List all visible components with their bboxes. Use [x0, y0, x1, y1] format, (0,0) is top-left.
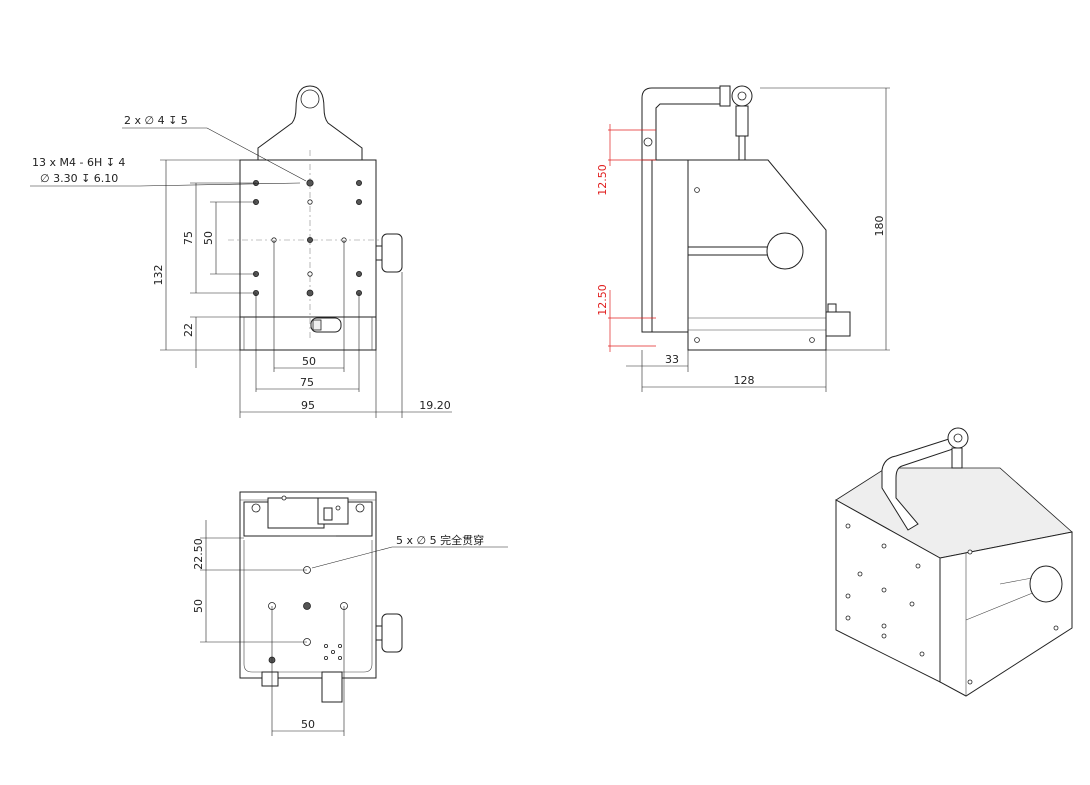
callout-leader-top — [122, 127, 307, 182]
dim-33: 33 — [665, 353, 679, 366]
bottom-view: 5 x ∅ 5 完全贯穿 22.50 50 50 — [192, 491, 508, 736]
knob — [381, 233, 403, 273]
dim-19-20: 19.20 — [419, 399, 451, 412]
dim-50-horizontal: 50 — [302, 355, 316, 368]
dim-75-horizontal: 75 — [300, 376, 314, 389]
dim-128: 128 — [734, 374, 755, 387]
dim-50-bottom-horizontal: 50 — [301, 718, 315, 731]
dim-22: 22 — [182, 323, 195, 337]
side-view: 12.50 12.50 180 33 128 — [596, 85, 890, 392]
iso-side-face — [939, 531, 1073, 697]
dim-132: 132 — [152, 265, 165, 286]
dim-12-50-bottom: 12.50 — [596, 284, 609, 316]
handle-hole — [300, 89, 320, 109]
callout-text-thread-1: 13 x M4 - 6H ↧ 4 — [32, 156, 125, 169]
dim-50-vertical: 50 — [202, 231, 215, 245]
front-view: 2 x ∅ 4 ↧ 5 13 x M4 - 6H ↧ 4 ∅ 3.30 ↧ 6.… — [30, 85, 452, 418]
dim-180: 180 — [873, 216, 886, 237]
side-handle — [641, 87, 725, 161]
dim-95: 95 — [301, 399, 315, 412]
dim-50-bottom-vertical: 50 — [192, 599, 205, 613]
dim-22-50: 22.50 — [192, 538, 205, 570]
handle — [257, 85, 363, 161]
callout-leader-bottom — [311, 546, 508, 569]
rear-plate — [641, 159, 653, 333]
callout-text-bottom: 5 x ∅ 5 完全贯穿 — [396, 533, 484, 547]
iso-handle — [881, 437, 957, 531]
callout-text-thread-2: ∅ 3.30 ↧ 6.10 — [40, 172, 118, 185]
dim-12-50-top: 12.50 — [596, 164, 609, 196]
isometric-view — [835, 427, 1073, 697]
bottom-block — [239, 316, 377, 351]
callout-text-top: 2 x ∅ 4 ↧ 5 — [124, 114, 188, 127]
callout-leader-thread — [30, 182, 301, 187]
dim-75-vertical: 75 — [182, 231, 195, 245]
side-knob — [766, 232, 804, 270]
iso-knob — [1029, 565, 1063, 603]
